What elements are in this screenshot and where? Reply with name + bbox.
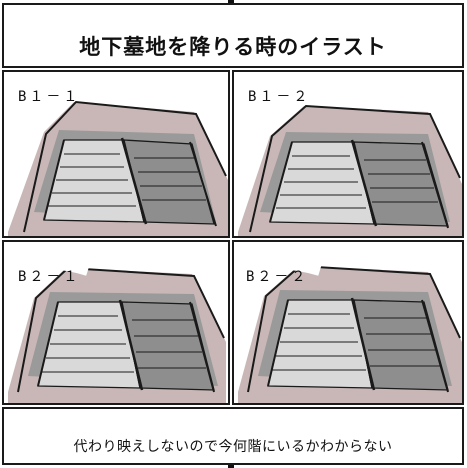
staircase-illustration [237,257,462,403]
page-title: 地下墓地を降りる時のイラスト [79,35,387,59]
panel-b2-1: B２－１ [2,240,230,405]
floor-label: B２－１ [18,269,81,285]
caption-frame: 代わり映えしないので今何階にいるかわからない [2,407,464,465]
staircase-illustration [7,257,226,403]
registration-mark [228,0,234,3]
panel-b2-2: B２－２ [232,240,464,405]
panel-b1-2: B１－２ [232,70,464,238]
floor-label: B１－２ [248,89,311,105]
registration-mark [228,465,234,468]
caption: 代わり映えしないので今何階にいるかわからない [73,439,393,455]
staircase-illustration [238,78,462,236]
staircase-illustration [8,78,228,236]
title-frame: 地下墓地を降りる時のイラスト [2,3,464,68]
panel-b1-1: B１－１ [2,70,230,238]
floor-label: B１－１ [18,89,81,105]
floor-label: B２－２ [246,269,309,285]
